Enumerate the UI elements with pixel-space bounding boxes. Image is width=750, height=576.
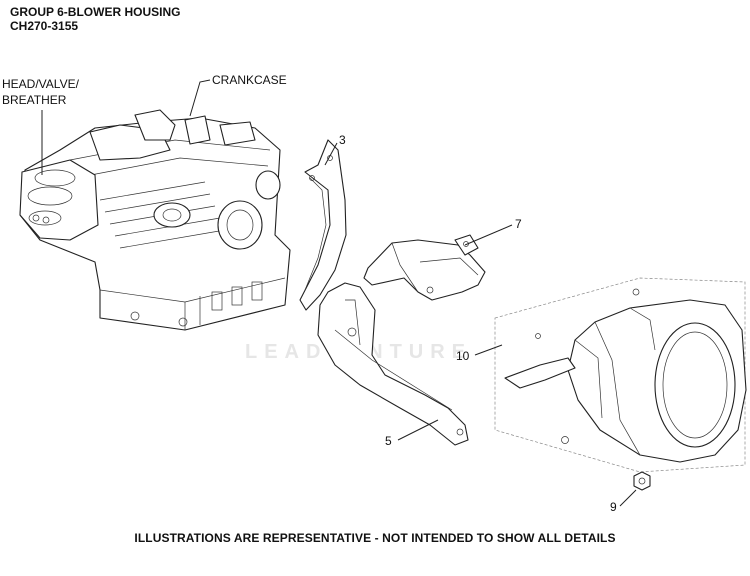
callout-5: 5 bbox=[385, 434, 392, 448]
leader-10 bbox=[474, 344, 503, 356]
part-10-assembly-box bbox=[494, 277, 746, 473]
callout-10: 10 bbox=[456, 349, 470, 363]
disclaimer-footer: ILLUSTRATIONS ARE REPRESENTATIVE - NOT I… bbox=[134, 531, 616, 545]
leader-5 bbox=[397, 419, 439, 441]
callout-7: 7 bbox=[515, 217, 522, 231]
label-crankcase: CRANKCASE bbox=[212, 73, 287, 87]
diagram-title: GROUP 6-BLOWER HOUSING bbox=[10, 5, 181, 19]
label-breather: BREATHER bbox=[2, 93, 67, 107]
part-5-shroud[interactable] bbox=[317, 282, 469, 446]
engine-assembly[interactable] bbox=[19, 109, 291, 331]
leader-3 bbox=[324, 142, 338, 166]
leader-7 bbox=[464, 224, 513, 246]
part-9-nut[interactable] bbox=[633, 471, 651, 491]
callout-3: 3 bbox=[339, 133, 346, 147]
part-3-baffle[interactable] bbox=[299, 139, 347, 311]
leader-9 bbox=[619, 489, 637, 507]
part-7-bracket[interactable] bbox=[363, 234, 486, 301]
label-head-valve: HEAD/VALVE/ bbox=[2, 77, 79, 91]
model-number: CH270-3155 bbox=[10, 19, 79, 33]
leader-crankcase bbox=[189, 79, 211, 117]
callout-9: 9 bbox=[610, 500, 617, 514]
part-10-blower-housing[interactable] bbox=[504, 288, 747, 463]
